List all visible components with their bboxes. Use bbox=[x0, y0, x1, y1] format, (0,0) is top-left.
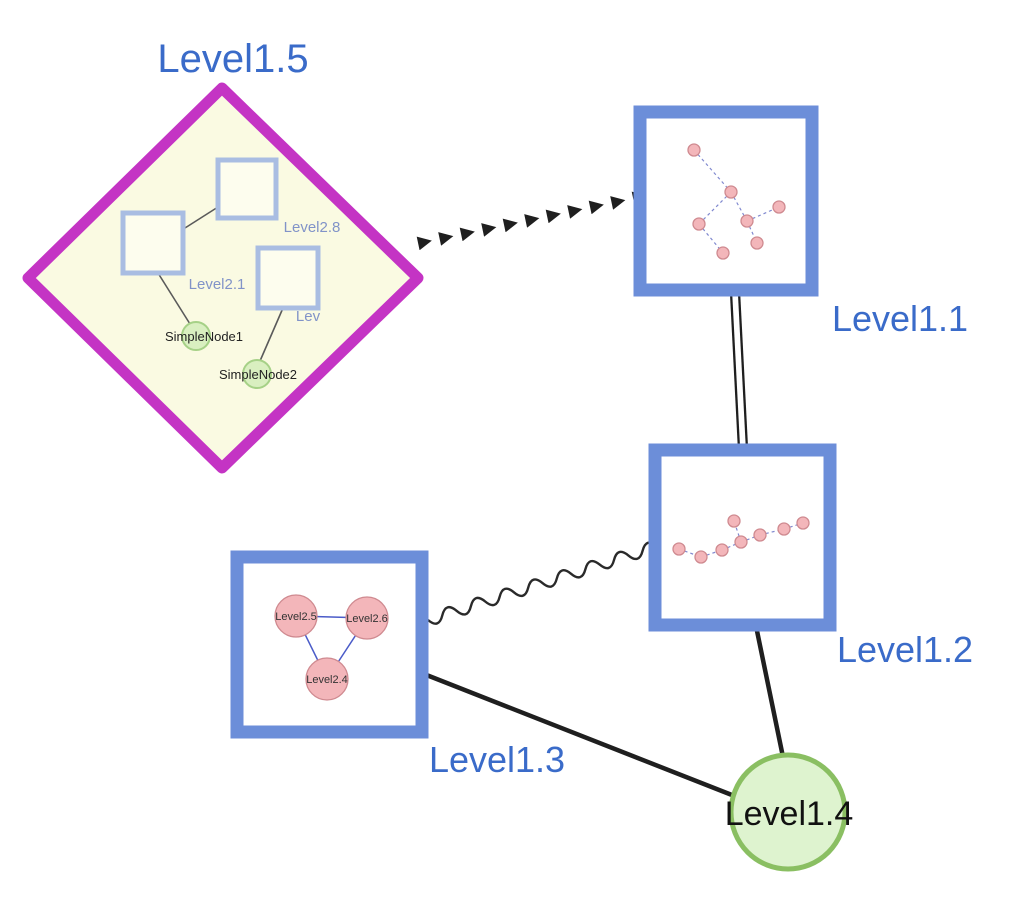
node-level1-2[interactable]: Level1.2 bbox=[648, 443, 973, 670]
edge-lev-to-simplenode2 bbox=[259, 307, 284, 362]
mini-node[interactable] bbox=[796, 516, 810, 530]
mini-node[interactable] bbox=[753, 528, 767, 542]
node-level2-4[interactable] bbox=[305, 657, 349, 701]
mini-node[interactable] bbox=[715, 543, 729, 557]
mini-node[interactable] bbox=[734, 535, 748, 549]
edge-level1-2-to-level1-4[interactable] bbox=[753, 623, 786, 760]
node-level2-5[interactable] bbox=[274, 594, 318, 638]
mini-node[interactable] bbox=[672, 542, 686, 556]
label-simplenode1: SimpleNode1 bbox=[165, 329, 243, 344]
label-simplenode2: SimpleNode2 bbox=[219, 367, 297, 382]
mini-node[interactable] bbox=[750, 236, 764, 250]
mini-node[interactable] bbox=[694, 550, 708, 564]
mini-node[interactable] bbox=[687, 143, 701, 157]
node-level2-1[interactable] bbox=[120, 210, 186, 276]
edge-level1-5-to-level1-1[interactable] bbox=[416, 191, 647, 251]
mini-node[interactable] bbox=[692, 217, 706, 231]
edge-level1-3-to-level1-2[interactable] bbox=[427, 541, 658, 625]
mini-node[interactable] bbox=[777, 522, 791, 536]
edge-level2-1-to-simplenode1 bbox=[157, 272, 191, 325]
node-level1-1[interactable]: Level1.1 bbox=[633, 105, 968, 339]
node-level2-8[interactable] bbox=[215, 157, 279, 221]
diamond-shape-level1-5[interactable] bbox=[22, 82, 424, 474]
label-level2-5: Level2.5 bbox=[275, 611, 317, 623]
mini-node[interactable] bbox=[727, 514, 741, 528]
edge-level1-1-to-level1-2[interactable] bbox=[729, 291, 749, 450]
node-simplenode1[interactable] bbox=[181, 321, 211, 351]
node-level1-3[interactable]: Level2.5 Level2.6 Level2.4 Level1.3 bbox=[230, 550, 565, 780]
mini-node[interactable] bbox=[716, 246, 730, 260]
label-level1-3: Level1.3 bbox=[429, 739, 565, 780]
node-level1-4[interactable]: Level1.4 bbox=[725, 752, 854, 872]
node-level1-5[interactable]: Level1.5 Level2.8 Level2.1 Lev SimpleNod… bbox=[22, 37, 424, 474]
label-level1-1: Level1.1 bbox=[832, 298, 968, 339]
label-level1-2: Level1.2 bbox=[837, 629, 973, 670]
node-simplenode2[interactable] bbox=[242, 359, 272, 389]
mini-node[interactable] bbox=[772, 200, 786, 214]
label-level1-5: Level1.5 bbox=[157, 37, 308, 81]
label-level2-1: Level2.1 bbox=[189, 276, 246, 293]
label-level2-6: Level2.6 bbox=[346, 613, 388, 625]
label-level1-4: Level1.4 bbox=[725, 795, 854, 833]
edge-level1-3-to-level1-4[interactable] bbox=[421, 671, 740, 800]
mini-node[interactable] bbox=[740, 214, 754, 228]
node-level2-trunc[interactable] bbox=[255, 245, 321, 311]
mini-node[interactable] bbox=[724, 185, 738, 199]
label-level2-trunc: Lev bbox=[296, 308, 321, 325]
label-level2-8: Level2.8 bbox=[284, 219, 341, 236]
node-level2-6[interactable] bbox=[345, 596, 389, 640]
label-level2-4: Level2.4 bbox=[306, 674, 348, 686]
edge-level2-8-to-level2-1 bbox=[184, 206, 219, 229]
box-level1-3[interactable] bbox=[230, 550, 429, 739]
box-level1-1[interactable] bbox=[633, 105, 819, 297]
circle-level1-4[interactable] bbox=[728, 752, 848, 872]
